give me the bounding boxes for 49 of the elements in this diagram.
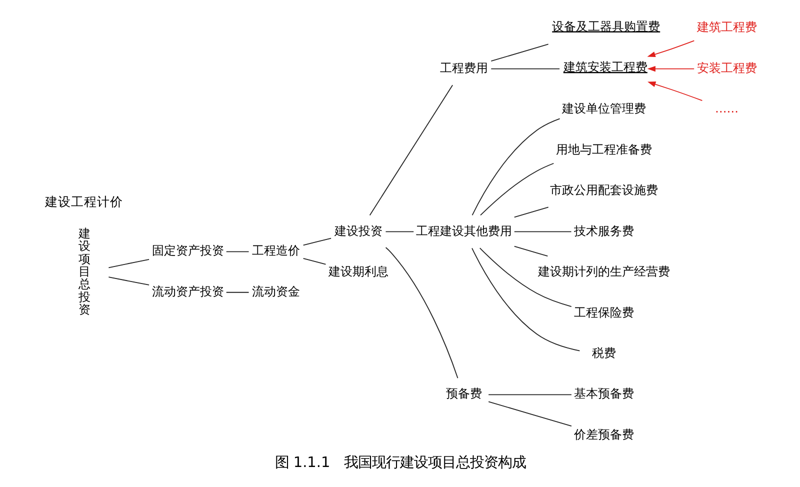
connector <box>302 258 326 265</box>
connector <box>225 251 249 252</box>
connector <box>490 44 548 62</box>
connector <box>478 248 572 307</box>
arrow <box>646 66 694 72</box>
node-text: 基本预备费 <box>574 386 634 401</box>
node-text: 工程建设其他费用 <box>415 224 512 238</box>
arrow <box>647 82 702 102</box>
connector <box>471 118 560 216</box>
node-text: 建筑安装工程费 <box>562 60 647 74</box>
node-text: 固定资产投资 <box>151 244 224 258</box>
connector <box>513 206 548 218</box>
node-text: …… <box>714 102 738 116</box>
node-text: 预备费 <box>445 386 482 401</box>
connector <box>384 247 458 379</box>
connector <box>513 231 572 232</box>
node-text: 工程费用 <box>439 60 488 75</box>
connector <box>108 258 149 268</box>
node-text: 建设项目总投资 <box>78 226 90 317</box>
connector <box>488 394 572 396</box>
node-text: 市政公用配套设施费 <box>550 183 658 198</box>
connector <box>513 246 548 257</box>
connector <box>490 68 560 70</box>
node-text: 税费 <box>592 346 616 360</box>
connector <box>368 84 453 216</box>
node-text: 流动资金 <box>252 284 300 298</box>
node-text: 建设单位管理费 <box>562 102 646 116</box>
node-text: 价差预备费 <box>574 427 634 442</box>
connector <box>384 231 414 232</box>
connector <box>488 401 572 426</box>
node-text: 设备及工器具购置费 <box>552 19 660 34</box>
connector <box>302 238 332 246</box>
node-text: 建设期计列的生产经营费 <box>538 264 670 279</box>
node-text: 技术服务费 <box>574 224 634 238</box>
node-text: 流动资产投资 <box>151 284 224 298</box>
node-text: 建设期利息 <box>328 264 388 279</box>
node-text: 建筑工程费 <box>696 20 756 34</box>
arrow <box>646 40 694 58</box>
caption: 图 1.1.1 我国现行建设项目总投资构成 <box>274 454 526 471</box>
node-text: 工程造价 <box>252 244 300 258</box>
node-text: 用地与工程准备费 <box>556 142 652 156</box>
connector <box>480 162 554 216</box>
node-text: 安装工程费 <box>696 60 756 75</box>
connector <box>225 292 249 293</box>
label: 建设工程计价 <box>44 194 123 210</box>
connector <box>471 248 580 352</box>
node-text: 建设投资 <box>334 224 382 238</box>
connector <box>108 276 149 286</box>
node-text: 工程保险费 <box>574 305 634 320</box>
